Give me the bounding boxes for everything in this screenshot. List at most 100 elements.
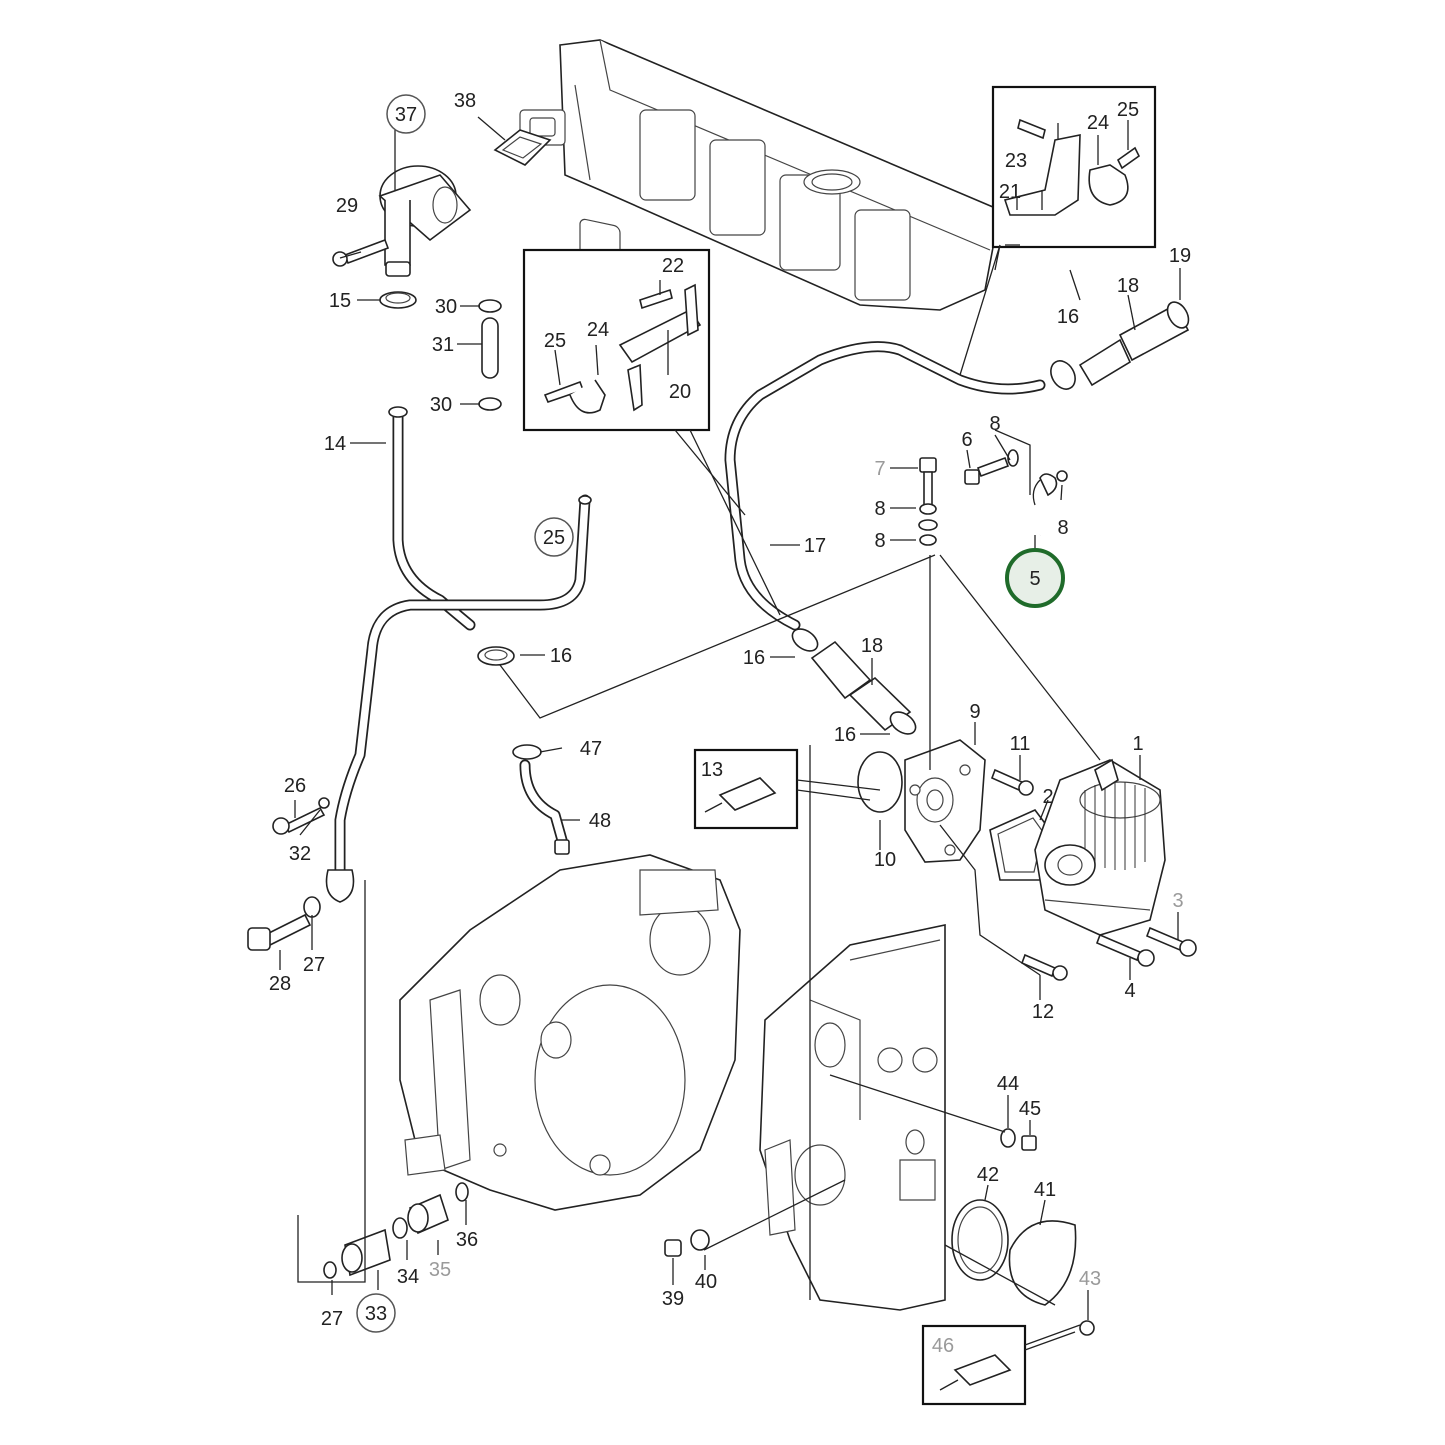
label-45[interactable]: 45 <box>1019 1098 1041 1120</box>
label-47[interactable]: 47 <box>580 738 602 760</box>
bolt-28 <box>247 896 321 951</box>
pipe-25 <box>325 494 592 903</box>
gasket-38 <box>493 129 552 166</box>
bolt-39 <box>664 1229 710 1257</box>
pump-housing <box>857 739 986 863</box>
label-16-upper[interactable]: 16 <box>1057 306 1079 328</box>
label-8-low[interactable]: 8 <box>874 530 885 552</box>
label-33[interactable]: 33 <box>365 1303 387 1325</box>
label-2[interactable]: 2 <box>1042 786 1053 808</box>
pipe-14 <box>388 406 476 631</box>
pipe-5-line <box>933 473 1058 536</box>
pipe-17 <box>724 341 1046 631</box>
label-16-mid[interactable]: 16 <box>743 647 765 669</box>
label-19[interactable]: 19 <box>1169 245 1191 267</box>
bolt-45 <box>1000 1128 1037 1151</box>
label-12[interactable]: 12 <box>1032 1001 1054 1023</box>
label-18-lower[interactable]: 18 <box>861 635 883 657</box>
label-7[interactable]: 7 <box>874 458 885 480</box>
label-20[interactable]: 20 <box>669 381 691 403</box>
label-30-bottom[interactable]: 30 <box>430 394 452 416</box>
label-30-top[interactable]: 30 <box>435 296 457 318</box>
label-22[interactable]: 22 <box>662 255 684 277</box>
pipe-48 <box>512 744 570 855</box>
bolt-29 <box>332 238 390 267</box>
bolt-26 <box>272 797 330 835</box>
label-6[interactable]: 6 <box>961 429 972 451</box>
label-16-left[interactable]: 16 <box>550 645 572 667</box>
label-24-right[interactable]: 24 <box>1087 112 1109 134</box>
clamp-15 <box>379 291 417 309</box>
leader-lines <box>279 116 1181 1351</box>
label-8-right[interactable]: 8 <box>1057 517 1068 539</box>
label-10[interactable]: 10 <box>874 849 896 871</box>
label-13[interactable]: 13 <box>701 759 723 781</box>
detail-box-left <box>522 248 711 432</box>
label-26[interactable]: 26 <box>284 775 306 797</box>
label-34[interactable]: 34 <box>397 1266 419 1288</box>
label-17[interactable]: 17 <box>804 535 826 557</box>
label-39[interactable]: 39 <box>662 1288 684 1310</box>
label-27-lower[interactable]: 27 <box>321 1308 343 1330</box>
label-4[interactable]: 4 <box>1124 980 1135 1002</box>
label-38[interactable]: 38 <box>454 90 476 112</box>
compressor-1 <box>1034 758 1166 936</box>
sensor-group <box>323 1182 469 1279</box>
label-35[interactable]: 35 <box>429 1259 451 1281</box>
label-32[interactable]: 32 <box>289 843 311 865</box>
clamps-30-and-hose-31 <box>478 299 502 411</box>
label-27-upper[interactable]: 27 <box>303 954 325 976</box>
label-15[interactable]: 15 <box>329 290 351 312</box>
hose-18-upper <box>1050 301 1190 390</box>
label-14[interactable]: 14 <box>324 433 346 455</box>
bolt-4 <box>1095 933 1155 967</box>
label-29[interactable]: 29 <box>336 195 358 217</box>
part-labels: 1 2 3 4 5 6 7 8 8 8 8 9 10 11 12 13 14 1… <box>269 90 1191 1357</box>
callout-circle-37[interactable] <box>386 94 426 134</box>
label-21[interactable]: 21 <box>999 181 1021 203</box>
breather-assembly <box>378 165 472 277</box>
callout-circle-5-highlight[interactable] <box>1005 548 1065 608</box>
label-16-low[interactable]: 16 <box>834 724 856 746</box>
label-25-right[interactable]: 25 <box>1117 99 1139 121</box>
label-48[interactable]: 48 <box>589 810 611 832</box>
label-25-circle[interactable]: 25 <box>543 527 565 549</box>
callout-circle-33[interactable] <box>356 1293 396 1333</box>
label-44[interactable]: 44 <box>997 1073 1019 1095</box>
label-11[interactable]: 11 <box>1010 733 1031 755</box>
bolt-11 <box>990 768 1034 796</box>
label-8-mid[interactable]: 8 <box>874 498 885 520</box>
label-25-left[interactable]: 25 <box>544 330 566 352</box>
label-8-top[interactable]: 8 <box>989 413 1000 435</box>
label-43[interactable]: 43 <box>1079 1268 1101 1290</box>
label-42[interactable]: 42 <box>977 1164 999 1186</box>
label-18-upper[interactable]: 18 <box>1117 275 1139 297</box>
label-46[interactable]: 46 <box>932 1335 954 1357</box>
label-41[interactable]: 41 <box>1034 1179 1056 1201</box>
label-28[interactable]: 28 <box>269 973 291 995</box>
bolt-3 <box>1145 926 1197 957</box>
label-3[interactable]: 3 <box>1172 890 1183 912</box>
label-23[interactable]: 23 <box>1005 150 1027 172</box>
label-40[interactable]: 40 <box>695 1271 717 1293</box>
engine-block <box>759 924 946 1311</box>
detail-box-46 <box>921 1324 1027 1406</box>
gasket-2 <box>989 809 1051 881</box>
cover-41 <box>951 1199 1095 1336</box>
label-5[interactable]: 5 <box>1029 568 1040 590</box>
label-9[interactable]: 9 <box>969 701 980 723</box>
bolt-12 <box>1020 953 1068 981</box>
callout-circle-25[interactable] <box>534 517 574 557</box>
label-36[interactable]: 36 <box>456 1229 478 1251</box>
flywheel-housing <box>399 854 741 1211</box>
label-31[interactable]: 31 <box>432 334 454 356</box>
label-37[interactable]: 37 <box>395 104 417 126</box>
label-1[interactable]: 1 <box>1132 733 1143 755</box>
detail-box-13 <box>693 748 799 830</box>
bolt-6 <box>964 449 1068 485</box>
bolt-7 <box>918 457 938 546</box>
label-24-left[interactable]: 24 <box>587 319 609 341</box>
detail-box-right <box>991 85 1157 249</box>
